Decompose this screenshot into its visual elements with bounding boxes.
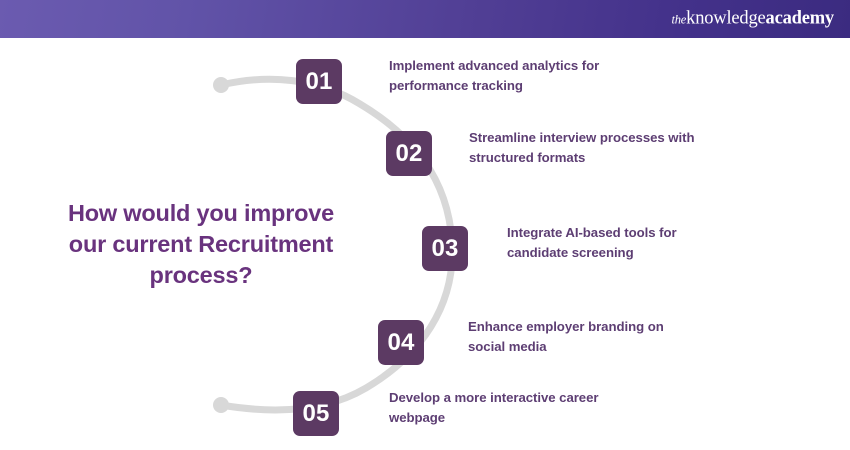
header-bar: theknowledgeacademy: [0, 0, 850, 38]
arc-start-dot-icon: [213, 77, 229, 93]
brand-logo: theknowledgeacademy: [671, 9, 834, 30]
step-number-badge: 05: [293, 391, 339, 436]
logo-prefix-text: the: [671, 12, 687, 27]
step-description: Streamline interview processes with stru…: [469, 130, 695, 166]
step-description: Enhance employer branding on social medi…: [468, 319, 664, 355]
step-number-badge: 04: [378, 320, 424, 365]
logo-knowledge-text: knowledge: [686, 8, 766, 29]
step-number-badge: 02: [386, 131, 432, 176]
step-description: Integrate AI-based tools for candidate s…: [507, 225, 677, 261]
arc-end-dot-icon: [213, 397, 229, 413]
infographic-stage: How would you improve our current Recrui…: [0, 38, 850, 450]
logo-academy-text: academy: [765, 8, 835, 29]
step-description: Implement advanced analytics for perform…: [389, 58, 600, 94]
step-description: Develop a more interactive career webpag…: [389, 390, 599, 426]
step-number-badge: 01: [296, 59, 342, 104]
step-number-badge: 03: [422, 226, 468, 271]
page-title: How would you improve our current Recrui…: [67, 200, 335, 289]
